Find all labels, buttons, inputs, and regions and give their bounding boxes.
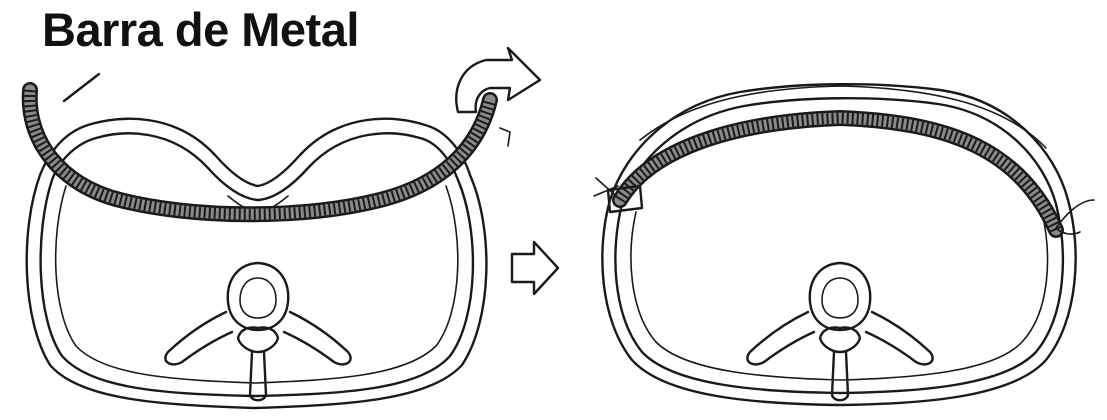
right-arrow-icon (512, 242, 558, 294)
metal-bar-before (30, 90, 490, 214)
right-rib-layer (631, 212, 1048, 380)
metal-bar-after (620, 118, 1056, 230)
left-chest-inner-wall (41, 133, 473, 396)
panel-before (27, 48, 540, 408)
label-leader-line (64, 74, 99, 101)
panel-after (594, 84, 1094, 405)
curved-flip-arrow-icon (456, 48, 540, 146)
